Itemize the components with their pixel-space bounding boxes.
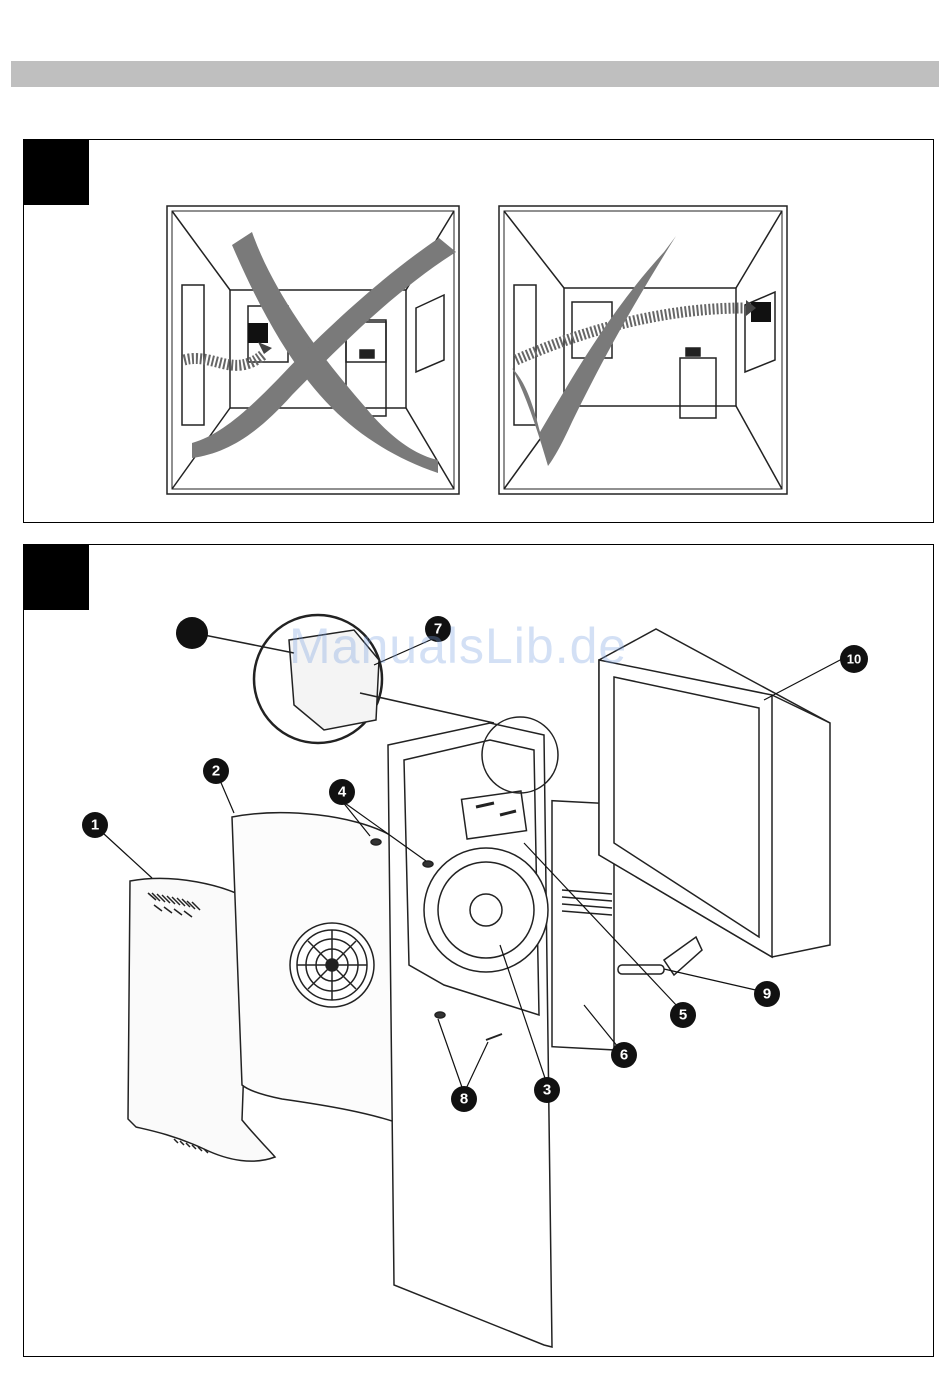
placement-illustration bbox=[24, 140, 935, 524]
airflow-arrow-correct bbox=[516, 308, 744, 360]
svg-text:8: 8 bbox=[460, 1091, 468, 1108]
callout-detail-badge bbox=[176, 617, 208, 649]
wall-box bbox=[599, 629, 830, 957]
airflow-arrow-wrong bbox=[184, 354, 264, 365]
section-header-bar bbox=[11, 61, 939, 87]
svg-text:2: 2 bbox=[212, 763, 220, 780]
callout-9: 9 bbox=[754, 981, 780, 1007]
callout-6: 6 bbox=[611, 1042, 637, 1068]
svg-text:3: 3 bbox=[543, 1082, 551, 1099]
exhaust-fan-icon bbox=[751, 302, 771, 322]
svg-text:4: 4 bbox=[338, 784, 347, 801]
svg-text:10: 10 bbox=[847, 652, 861, 667]
svg-text:9: 9 bbox=[763, 986, 771, 1003]
fan-grille bbox=[290, 923, 374, 1007]
callout-3: 3 bbox=[534, 1077, 560, 1103]
callout-8: 8 bbox=[451, 1086, 477, 1112]
exhaust-fan-icon bbox=[248, 323, 268, 343]
svg-text:6: 6 bbox=[620, 1047, 628, 1064]
svg-text:1: 1 bbox=[91, 817, 99, 834]
callout-2: 2 bbox=[203, 758, 229, 784]
callout-10: 10 bbox=[840, 645, 868, 673]
svg-text:5: 5 bbox=[679, 1007, 687, 1024]
watermark-text: ManualsLib.de bbox=[289, 617, 627, 675]
impeller bbox=[424, 848, 548, 972]
figure-panel-placement bbox=[23, 139, 934, 523]
callout-5: 5 bbox=[670, 1002, 696, 1028]
callout-1: 1 bbox=[82, 812, 108, 838]
callout-4: 4 bbox=[329, 779, 355, 805]
